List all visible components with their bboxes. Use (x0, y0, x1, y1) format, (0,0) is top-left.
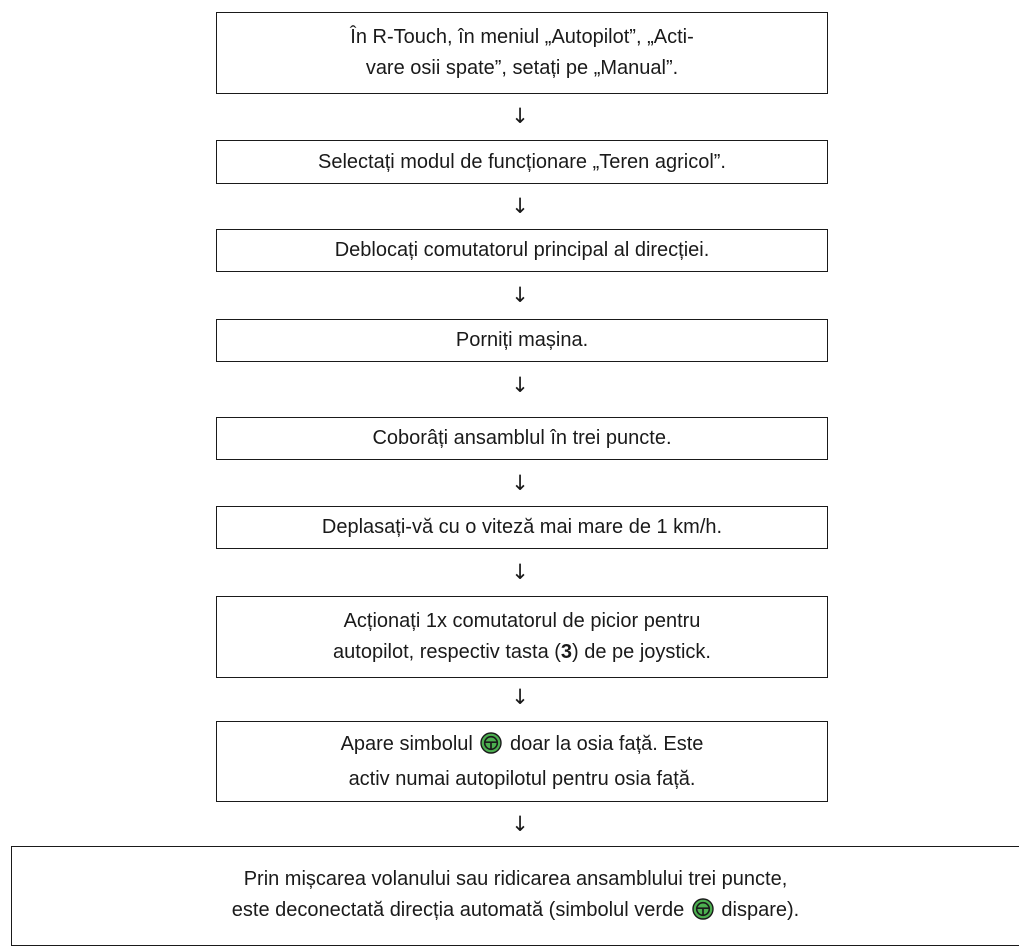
step-9-line-2-post: dispare). (715, 899, 800, 921)
step-7-key-number: 3 (560, 641, 573, 663)
step-1-box: În R-Touch, în meniul „Autopilot”, „Acti… (216, 12, 828, 94)
arrow-down-icon: ↓ (511, 194, 529, 218)
step-7-box: Acționați 1x comutatorul de picior pentr… (216, 596, 828, 678)
arrow-down-icon: ↓ (511, 812, 529, 836)
step-3-line-1: Deblocați comutatorul principal al direc… (334, 239, 710, 261)
step-7-line-2-pre: autopilot, respectiv tasta ( (333, 641, 561, 663)
step-9-line-2-pre: este deconectată direcția automată (simb… (231, 899, 690, 921)
step-8-line-1-post: doar la osia față. Este (504, 732, 704, 755)
step-2-line-1: Selectați modul de funcționare „Teren ag… (318, 150, 726, 173)
step-5-box: Coborâți ansamblul în trei puncte. (216, 417, 828, 460)
arrow-down-icon: ↓ (511, 560, 529, 584)
arrow-down-icon: ↓ (511, 471, 529, 495)
step-8-line-1-pre: Apare simbolul (340, 732, 479, 755)
step-2-box: Selectați modul de funcționare „Teren ag… (216, 140, 828, 184)
step-4-line-1: Porniți mașina. (455, 329, 589, 351)
steering-wheel-icon (692, 898, 714, 930)
step-5-line-1: Coborâți ansamblul în trei puncte. (372, 427, 672, 449)
step-8-box: Apare simbolul doar la osia față. Este a… (216, 721, 828, 802)
step-7-line-1: Acționați 1x comutatorul de picior pentr… (343, 610, 701, 632)
step-1-line-1: În R-Touch, în meniul „Autopilot”, „Acti… (350, 26, 694, 48)
steering-wheel-icon (480, 731, 503, 764)
arrow-down-icon: ↓ (511, 373, 529, 397)
arrow-down-icon: ↓ (511, 283, 529, 307)
step-7-line-2-post: ) de pe joystick. (572, 641, 711, 663)
step-8-line-1: Apare simbolul doar la osia față. Este (340, 729, 704, 764)
step-9-box: Prin mișcarea volanului sau ridicarea an… (11, 846, 1019, 946)
step-7-line-2: autopilot, respectiv tasta (3) de pe joy… (333, 637, 711, 668)
step-1-line-2: vare osii spate”, setați pe „Manual”. (365, 57, 679, 79)
step-4-box: Porniți mașina. (216, 319, 828, 362)
step-9-line-2: este deconectată direcția automată (simb… (232, 895, 799, 930)
arrow-down-icon: ↓ (511, 685, 529, 709)
step-6-line-1: Deplasați-vă cu o viteză mai mare de 1 k… (321, 516, 723, 538)
arrow-down-icon: ↓ (511, 104, 529, 128)
step-8-line-2: activ numai autopilotul pentru osia față… (348, 767, 696, 790)
step-3-box: Deblocați comutatorul principal al direc… (216, 229, 828, 272)
step-9-line-1: Prin mișcarea volanului sau ridicarea an… (243, 868, 788, 890)
step-6-box: Deplasați-vă cu o viteză mai mare de 1 k… (216, 506, 828, 549)
